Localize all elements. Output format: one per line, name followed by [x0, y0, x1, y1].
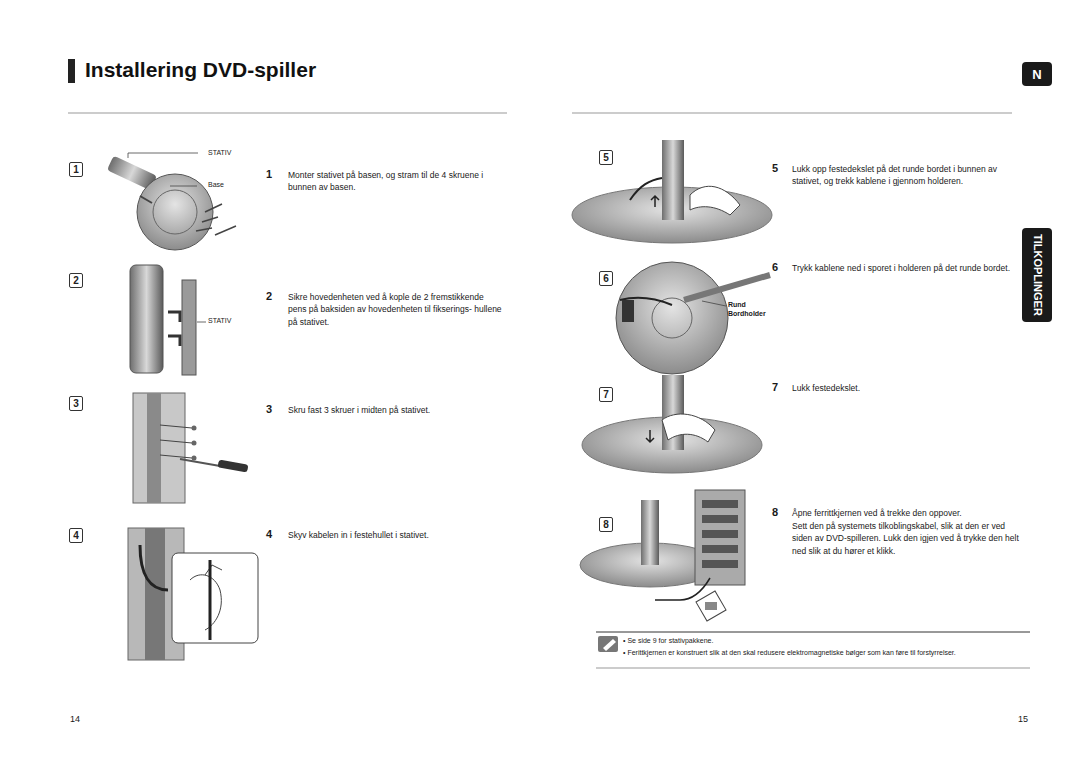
step-number: 4	[266, 527, 272, 543]
instruction-text: Lukk opp festedekslet på det runde borde…	[792, 163, 1020, 188]
figure-main-unit	[130, 265, 206, 375]
callout-number: 3	[73, 399, 79, 409]
figure-base-cover	[572, 140, 772, 243]
rule	[68, 113, 507, 114]
figure-cable	[128, 528, 258, 660]
language-tab: N	[1022, 62, 1052, 86]
step-box: 5	[599, 150, 613, 165]
figure-stand-base	[107, 153, 236, 250]
step-box: 2	[69, 273, 83, 288]
callout-number: 5	[603, 153, 609, 163]
page-number: 14	[70, 713, 80, 726]
instruction-text: Sett den på systemets tilkoblingskabel, …	[792, 520, 1020, 557]
part-name: STATIV	[208, 316, 231, 326]
step-box: 7	[599, 387, 613, 402]
figure-close-cover	[582, 375, 762, 473]
step-number: 7	[772, 380, 778, 396]
rule	[596, 632, 1030, 633]
instruction-text: Sikre hovedenheten ved å kople de 2 frem…	[288, 291, 503, 328]
section-tab: TILKOPLINGER	[1022, 228, 1052, 322]
callout-number: 4	[73, 531, 79, 541]
step-number: 2	[266, 289, 272, 305]
title-bar	[68, 59, 75, 83]
instruction-text: Skru fast 3 skruer i midten på stativet.	[288, 404, 503, 416]
part-name: Base	[208, 180, 224, 190]
step-box: 3	[69, 396, 83, 411]
figure-round-holder	[616, 262, 770, 374]
instruction-text: Åpne ferrittkjernen ved å trekke den opp…	[792, 507, 1020, 519]
rule	[596, 668, 1030, 669]
instruction-text: Skyv kabelen in i festehullet i stativet…	[288, 529, 503, 541]
note-icon	[598, 636, 618, 652]
figure-ferrite	[580, 490, 745, 621]
callout-number: 6	[603, 274, 609, 284]
step-number: 1	[266, 167, 272, 183]
step-number: 8	[772, 505, 778, 521]
instruction-text: Trykk kablene ned i sporet i holderen på…	[792, 262, 1020, 274]
figure-screws	[133, 393, 248, 503]
tab-label: TILKOPLINGER	[1032, 234, 1043, 316]
callout-number: 2	[73, 276, 79, 286]
callout-number: 1	[73, 165, 79, 175]
step-box: 8	[599, 517, 613, 532]
part-name: STATIV	[208, 148, 231, 158]
instruction-text: Lukk festedekslet.	[792, 382, 1020, 394]
instruction-text: Monter stativet på basen, og stram til d…	[288, 169, 503, 194]
step-box: 1	[69, 162, 83, 177]
step-number: 5	[772, 161, 778, 177]
step-box: 6	[599, 271, 613, 286]
rule	[572, 113, 1012, 114]
part-name: Rund Bordholder	[728, 300, 780, 318]
page-number: 15	[1018, 713, 1028, 726]
step-number: 3	[266, 402, 272, 418]
step-box: 4	[69, 528, 83, 543]
note-text: • Ferittkjernen er konstruert slik at de…	[623, 648, 1028, 658]
page-title: Installering DVD-spiller	[85, 58, 316, 82]
callout-number: 8	[603, 520, 609, 530]
tab-label: N	[1032, 68, 1041, 81]
note-text: • Se side 9 for stativpakkene.	[623, 636, 1023, 646]
step-number: 6	[772, 260, 778, 276]
callout-number: 7	[603, 390, 609, 400]
